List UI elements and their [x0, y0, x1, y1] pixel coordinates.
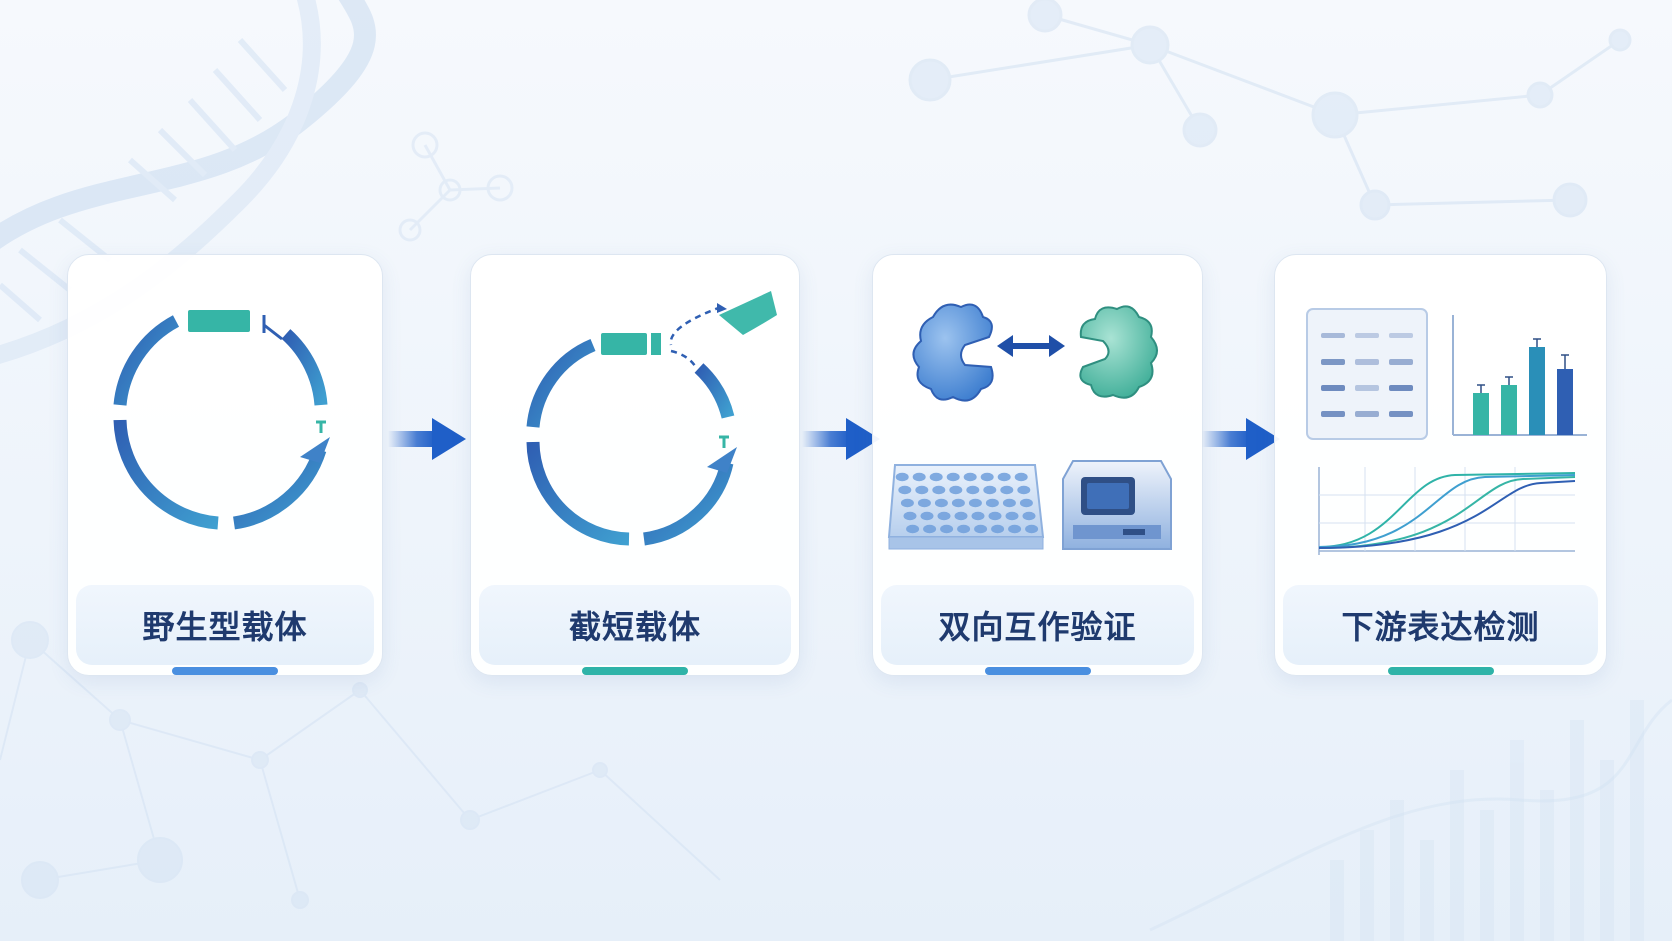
- step-card-downstream: 下游表达检测: [1274, 254, 1607, 676]
- plate-well: [988, 511, 1002, 521]
- plasmid-icon: [113, 310, 330, 530]
- step-label-box: 截短载体: [479, 585, 791, 665]
- plate-well: [934, 498, 948, 508]
- amplification-curve-icon: [1318, 467, 1576, 555]
- step-card-truncated: 截短载体: [470, 254, 800, 676]
- plate-well: [937, 511, 951, 521]
- step-label-box: 野生型载体: [76, 585, 374, 665]
- flow-arrow-icon: [1202, 418, 1280, 460]
- plate-well: [895, 472, 909, 482]
- protein-interaction-icon: [887, 303, 1172, 550]
- truncated-plasmid-icon: [526, 291, 777, 546]
- plate-well: [968, 498, 982, 508]
- western-blot-icon: [1306, 308, 1428, 440]
- plate-well: [1017, 485, 1031, 495]
- plate-well: [980, 472, 994, 482]
- step-underline: [984, 667, 1091, 675]
- plate-well: [971, 511, 985, 521]
- step-card-interaction: 双向互作验证: [872, 254, 1203, 676]
- small-molecule-icon: [398, 131, 514, 242]
- plate-well: [898, 485, 912, 495]
- plate-well: [923, 524, 937, 534]
- double-arrow-icon: [997, 335, 1065, 357]
- step-label: 双向互作验证: [938, 608, 1137, 646]
- step-label: 野生型载体: [142, 608, 308, 646]
- plate-well: [951, 498, 965, 508]
- plate-well: [974, 524, 988, 534]
- plate-well: [906, 524, 920, 534]
- well-plate-icon: [887, 464, 1045, 550]
- plate-well: [932, 485, 946, 495]
- plate-well: [920, 511, 934, 521]
- plate-well: [985, 498, 999, 508]
- plate-well: [903, 511, 917, 521]
- plate-well: [915, 485, 929, 495]
- green-protein-icon: [1079, 305, 1158, 399]
- plate-well: [1022, 511, 1036, 521]
- step-underline: [1387, 667, 1494, 675]
- plate-well: [997, 472, 1011, 482]
- plate-well: [1002, 498, 1016, 508]
- expression-detection-icon: [1306, 308, 1587, 555]
- plate-well: [1019, 498, 1033, 508]
- plate-well: [940, 524, 954, 534]
- step-label: 截短载体: [568, 608, 701, 646]
- step-card-wild-type: 野生型载体: [67, 254, 383, 676]
- flow-arrow-icon: [802, 418, 880, 460]
- blue-protein-icon: [912, 303, 994, 402]
- plate-well: [912, 472, 926, 482]
- plate-well: [957, 524, 971, 534]
- plate-well: [917, 498, 931, 508]
- background-bars-icon: [1330, 700, 1644, 941]
- step-underline: [172, 667, 278, 675]
- plate-well: [966, 485, 980, 495]
- plate-well: [983, 485, 997, 495]
- plate-well: [1000, 485, 1014, 495]
- step-label-box: 下游表达检测: [1283, 585, 1598, 665]
- plate-well: [1014, 472, 1028, 482]
- plate-well: [946, 472, 960, 482]
- plate-well: [1025, 524, 1039, 534]
- plate-well: [1005, 511, 1019, 521]
- plate-well: [900, 498, 914, 508]
- step-label-box: 双向互作验证: [881, 585, 1194, 665]
- plate-well: [949, 485, 963, 495]
- plate-well: [991, 524, 1005, 534]
- plate-well: [963, 472, 977, 482]
- bottom-network-icon: [0, 621, 721, 909]
- step-underline: [582, 667, 688, 675]
- plate-well: [954, 511, 968, 521]
- step-label: 下游表达检测: [1341, 608, 1540, 646]
- plate-reader-icon: [1062, 460, 1172, 550]
- background-trend-line-icon: [1149, 698, 1672, 932]
- plate-well: [929, 472, 943, 482]
- flow-arrow-icon: [388, 418, 466, 460]
- plate-well: [1008, 524, 1022, 534]
- bar-chart-icon: [1452, 315, 1587, 436]
- molecule-network-icon: [908, 0, 1632, 221]
